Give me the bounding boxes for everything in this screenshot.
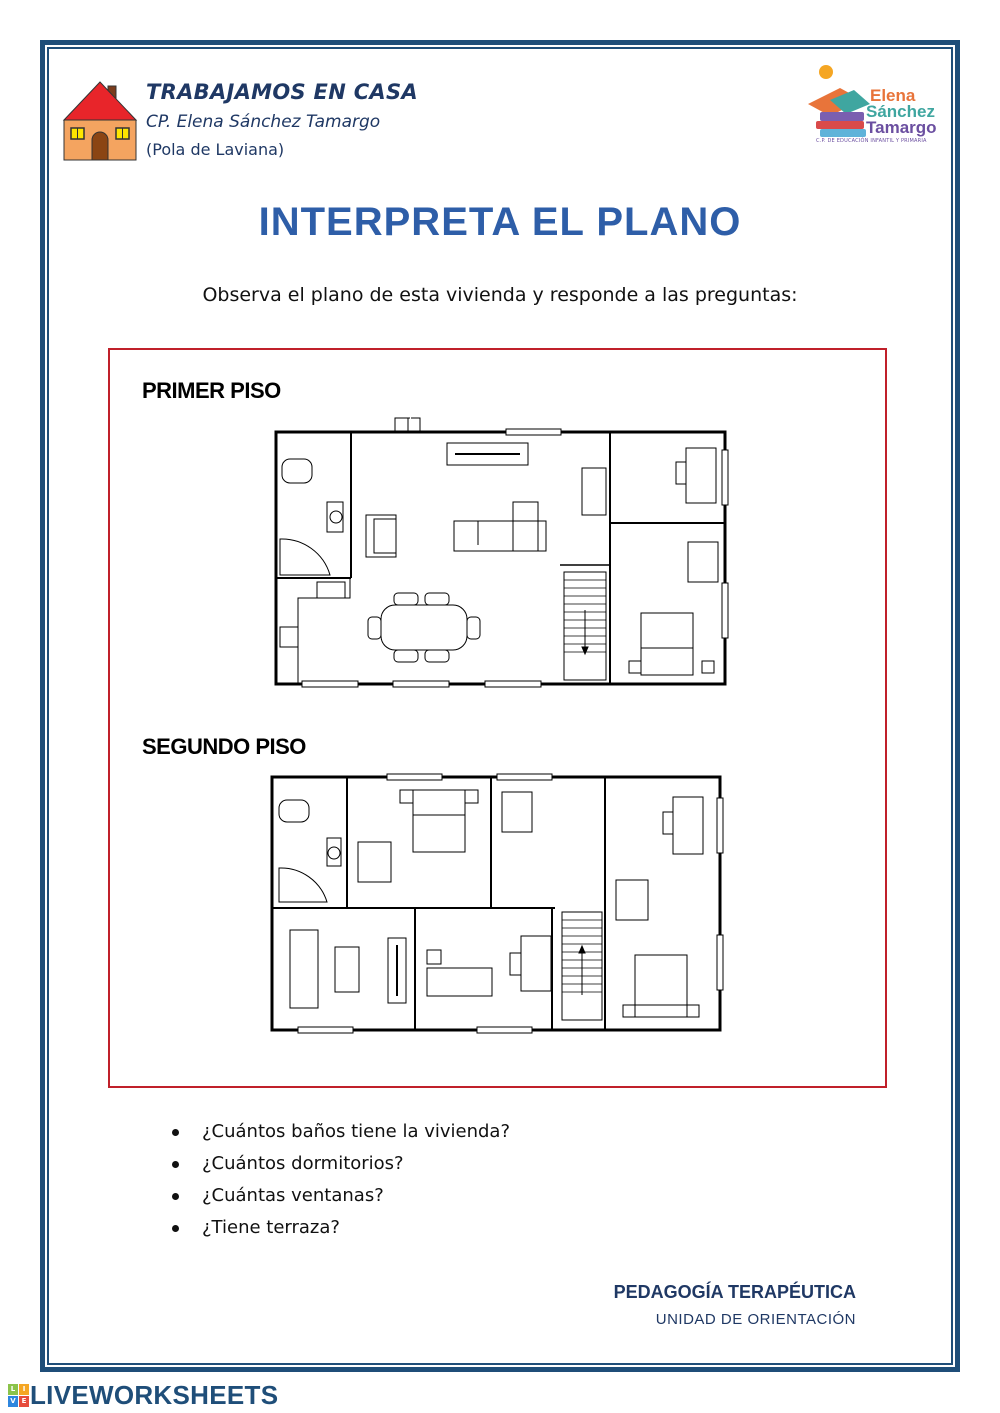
- bullet-icon: [172, 1161, 179, 1168]
- header-title: TRABAJAMOS EN CASA: [146, 80, 418, 104]
- question-item: ¿Cuántos dormitorios?: [172, 1152, 510, 1184]
- question-item: ¿Cuántos baños tiene la vivienda?: [172, 1120, 510, 1152]
- liveworksheets-logo-icon: L I V E: [8, 1384, 29, 1407]
- bullet-icon: [172, 1225, 179, 1232]
- logo-tagline: C.P. DE EDUCACIÓN INFANTIL Y PRIMARIA: [816, 138, 927, 144]
- liveworksheets-brand[interactable]: L I V E LIVEWORKSHEETS: [8, 1379, 279, 1410]
- question-item: ¿Cuántas ventanas?: [172, 1184, 510, 1216]
- footer-unit: UNIDAD DE ORIENTACIÓN: [655, 1311, 856, 1328]
- floor-plan-1: [274, 417, 729, 688]
- school-logo-icon: [808, 65, 870, 137]
- floor-2-label: SEGUNDO PISO: [142, 734, 306, 759]
- logo-line-2: Sánchez: [866, 102, 935, 121]
- page-frame-outer: [40, 40, 960, 1372]
- floor-1-label: PRIMER PISO: [142, 378, 281, 403]
- logo-line-3: Tamargo: [866, 118, 937, 137]
- bullet-icon: [172, 1129, 179, 1136]
- logo-line-1: Elena: [870, 86, 916, 105]
- footer-department: PEDAGOGÍA TERAPÉUTICA: [613, 1282, 856, 1302]
- questions-list: ¿Cuántos baños tiene la vivienda? ¿Cuánt…: [172, 1120, 510, 1248]
- house-icon: [62, 81, 138, 161]
- floor-plan-2: [270, 773, 724, 1034]
- page-title: INTERPRETA EL PLANO: [258, 200, 742, 244]
- school-name: CP. Elena Sánchez Tamargo: [146, 112, 381, 132]
- school-location: (Pola de Laviana): [146, 140, 285, 159]
- instruction-text: Observa el plano de esta vivienda y resp…: [202, 284, 798, 306]
- plans-container: [108, 348, 887, 1088]
- bullet-icon: [172, 1193, 179, 1200]
- question-item: ¿Tiene terraza?: [172, 1216, 510, 1248]
- page-frame-inner: [47, 47, 953, 1365]
- liveworksheets-text: LIVEWORKSHEETS: [30, 1379, 279, 1410]
